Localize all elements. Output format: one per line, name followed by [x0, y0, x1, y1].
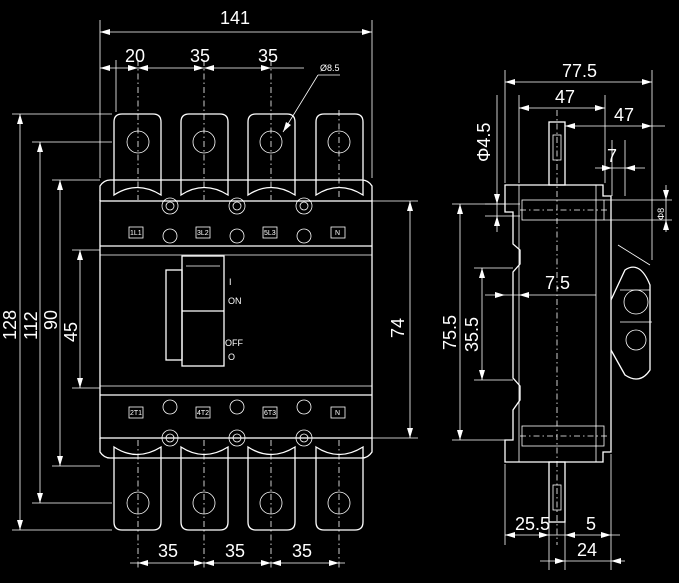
pole-label-top-1: 1L1: [130, 230, 142, 237]
dim-pitch-bottom-2: 35: [225, 541, 245, 561]
side-top-dimensions: 77.5 47 47 7: [504, 61, 665, 260]
pole-label-bottom-1: 2T1: [130, 410, 142, 417]
handle-side: [610, 244, 652, 380]
side-view: 77.5 47 47 7 Φ4.5: [440, 61, 672, 570]
dim-depth-total: 77.5: [562, 61, 597, 81]
handle-on-symbol: I: [229, 277, 232, 287]
pole-label-top-4: N: [335, 230, 340, 237]
dim-d24: 24: [577, 540, 597, 560]
front-left-dimensions: 128 112 90 45: [0, 113, 112, 531]
side-body: [504, 184, 612, 463]
dim-stud-diameter: Φ4.5: [474, 123, 494, 162]
dim-overall-width: 141: [220, 8, 250, 28]
dim-height-75-5: 75.5: [440, 315, 460, 350]
handle-on-label: ON: [228, 296, 242, 306]
dim-height-128: 128: [0, 310, 20, 340]
front-bottom-dimensions: 35 35 35: [130, 541, 345, 566]
dim-depth-47-b: 47: [614, 105, 634, 125]
front-top-dimensions: 141 20 35 35 Ø8.5: [99, 8, 373, 178]
dim-depth-47-a: 47: [555, 87, 575, 107]
pole-labels: 1L1 3L2 5L3 N 2T1 4T2 6T3 N: [128, 226, 346, 419]
terminal-centerlines: [137, 60, 340, 568]
dim-pitch-top-1: 35: [190, 46, 210, 66]
mounting-holes: [520, 199, 610, 447]
dim-height-74: 74: [388, 318, 408, 338]
dim-d25-5: 25.5: [515, 514, 550, 534]
dim-height-112: 112: [21, 311, 41, 340]
dim-pitch-first: 20: [125, 46, 145, 66]
dim-d5: 5: [586, 514, 596, 534]
pole-label-top-3: 5L3: [264, 230, 276, 237]
terminal-screws: [161, 197, 313, 447]
dim-height-45: 45: [61, 322, 81, 342]
dim-pitch-bottom-3: 35: [292, 541, 312, 561]
front-view: I ON OFF O: [0, 8, 418, 568]
dim-d7: 7: [607, 146, 617, 166]
pole-label-bottom-2: 4T2: [197, 410, 209, 417]
pole-label-bottom-3: 6T3: [264, 410, 276, 417]
dim-pitch-top-2: 35: [258, 46, 278, 66]
bottom-terminals: [113, 445, 364, 531]
top-stud: [548, 121, 566, 186]
handle-off-symbol: O: [228, 352, 235, 362]
dim-height-35-5: 35.5: [462, 317, 482, 352]
side-right-dimension: Φ8: [604, 185, 672, 232]
side-bottom-dimensions: 25.5 5 24: [504, 454, 625, 570]
breaker-body: [99, 200, 373, 439]
pole-label-top-2: 3L2: [197, 230, 209, 237]
side-left-dimensions: Φ4.5 75.5 35.5 7.5: [440, 95, 596, 441]
dim-pitch-bottom-1: 35: [158, 541, 178, 561]
dim-height-90: 90: [41, 310, 61, 330]
handle-off-label: OFF: [225, 338, 243, 348]
dim-hole-diameter: Ø8.5: [320, 63, 340, 73]
dim-d7-5: 7.5: [545, 273, 570, 293]
front-right-dimension: 74: [372, 200, 418, 439]
operating-handle: [165, 255, 225, 367]
pole-label-bottom-4: N: [335, 410, 340, 417]
dim-d8: Φ8: [656, 208, 666, 220]
